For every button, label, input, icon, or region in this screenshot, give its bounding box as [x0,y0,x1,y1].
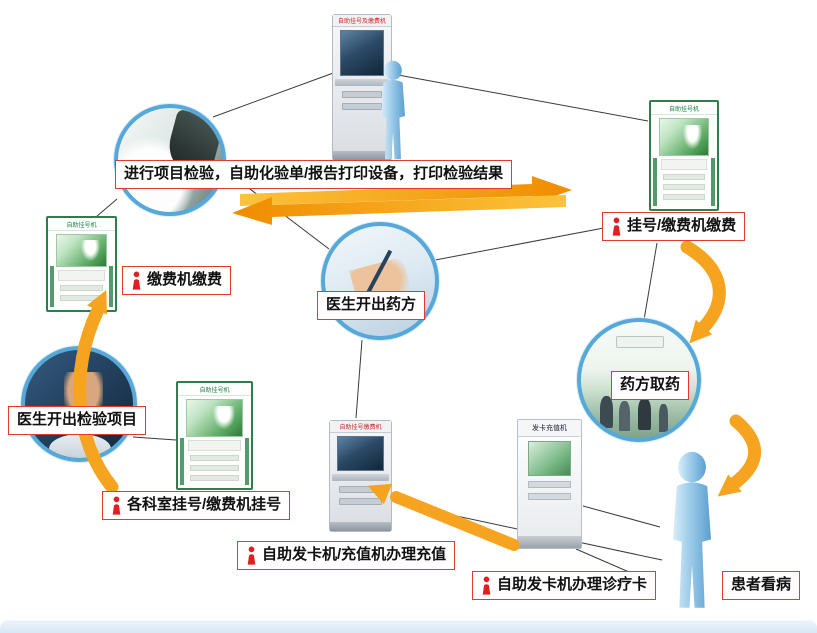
kiosk-base [518,536,581,548]
label-register: 各科室挂号/缴费机挂号 [102,491,291,520]
connector-line [212,71,337,118]
kiosk-slots [190,454,239,483]
person-figure-patient [673,451,711,608]
kiosk-registration: 自助挂号机 [176,381,253,490]
label-text: 医生开出检验项目 [17,411,138,428]
label-lab-print: 进行项目检验，自助化验单/报告打印设备，打印检验结果 [115,160,513,189]
label-text: 缴费机缴费 [147,271,223,289]
label-card: 自助发卡机办理诊疗卡 [472,571,657,600]
kiosk-slots [60,285,103,305]
label-pharmacy: 药方取药 [611,371,690,400]
kiosk-recharge-machine: 自助挂号缴费机 [329,420,392,532]
connector-line [355,339,363,419]
label-text: 医生开出药方 [326,296,417,313]
person-icon [482,576,491,595]
label-prescription: 医生开出药方 [317,291,426,320]
arrow-pharmacy-to-patient [728,414,762,490]
person-icon [132,271,141,290]
person-icon [112,496,121,515]
label-text: 挂号/缴费机缴费 [627,217,737,235]
arrow-card-to-recharge-machine [390,491,520,551]
kiosk-report-printer: 自助挂号及缴费机 [332,14,392,161]
photo-doctor-writing [321,222,439,340]
kiosk-slots [339,486,382,518]
label-text: 患者看病 [731,576,792,593]
label-pay-right: 挂号/缴费机缴费 [602,212,746,241]
person-icon [247,546,256,565]
connector-line [429,226,610,262]
connector-line [582,505,661,528]
kiosk-keypad [188,439,241,451]
kiosk-screen [56,234,107,268]
label-text: 自助发卡机/充值机办理充值 [262,546,447,564]
kiosk-slots [528,481,571,533]
kiosk-keyboard-ledge [332,474,389,481]
connector-line [397,74,649,122]
kiosk-slots [342,90,382,148]
kiosk-keypad [58,270,105,282]
label-patient: 患者看病 [722,571,801,600]
kiosk-screen [340,30,384,76]
kiosk-screen [659,118,709,157]
kiosk-caption: 发卡充值机 [518,420,581,437]
kiosk-keyboard-ledge [335,78,389,86]
label-text: 各科室挂号/缴费机挂号 [127,496,282,514]
kiosk-screen [337,436,384,471]
kiosk-keypad [661,159,707,171]
arrow-pay-to-pharmacy [680,240,726,334]
connector-line [132,436,177,441]
label-recharge: 自助发卡机/充值机办理充值 [237,541,456,570]
label-pay-left: 缴费机缴费 [122,266,232,295]
person-icon [612,217,621,236]
kiosk-caption: 自助挂号机 [651,102,717,115]
kiosk-caption: 自助挂号及缴费机 [333,15,391,27]
kiosk-card-dispenser: 发卡充值机 [517,419,582,549]
kiosk-payment-right: 自助挂号机 [649,100,719,211]
kiosk-base [333,151,391,160]
footer-bar [0,620,817,633]
photo-doctor [21,346,137,462]
label-text: 自助发卡机办理诊疗卡 [497,576,648,594]
arrow-double-left [232,195,566,225]
person-figure-top [381,60,405,160]
kiosk-caption: 自助挂号缴费机 [330,421,391,433]
connector-line [95,198,118,218]
label-text: 进行项目检验，自助化验单/报告打印设备，打印检验结果 [124,165,504,182]
label-text: 药方取药 [620,376,681,393]
kiosk-base [330,522,391,531]
kiosk-caption: 自助挂号机 [178,383,251,396]
kiosk-payment-left: 自助挂号机 [46,216,117,312]
label-doctor-order: 医生开出检验项目 [8,406,147,435]
connector-line [642,242,658,327]
kiosk-screen [186,399,243,437]
kiosk-caption: 自助挂号机 [48,218,115,231]
kiosk-screen [528,441,571,477]
kiosk-slots [663,174,705,204]
